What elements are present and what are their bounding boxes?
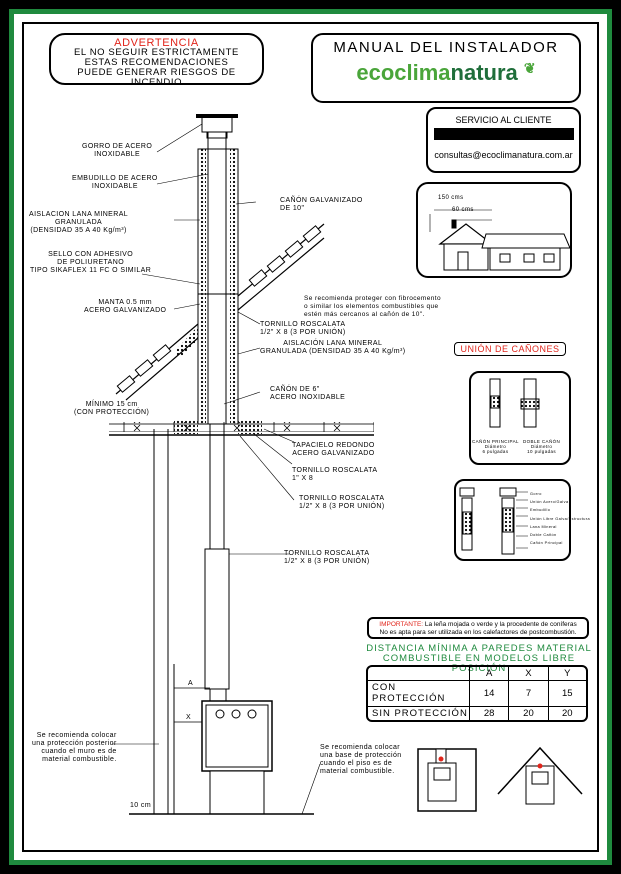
house-dim-60: 60 cms	[452, 207, 474, 213]
service-title: SERVICIO AL CLIENTE	[455, 115, 552, 125]
brand-logo: ecoclimanatura ❦	[313, 60, 579, 86]
label-minimo: MÍNIMO 15 cm(CON PROTECCIÓN)	[74, 401, 150, 416]
important-line: No es apta para ser utilizada en los cal…	[379, 629, 577, 636]
chimney-cap	[196, 114, 238, 139]
manual-header: MANUAL DEL INSTALADOR ecoclimanatura ❦	[311, 33, 581, 103]
manual-title: MANUAL DEL INSTALADOR	[333, 39, 559, 56]
customer-service-box: SERVICIO AL CLIENTE consultas@ecoclimana…	[426, 107, 581, 173]
outer-pipe	[197, 132, 239, 425]
warning-title: ADVERTENCIA	[114, 37, 199, 49]
service-email[interactable]: consultas@ecoclimanatura.com.ar	[434, 150, 573, 160]
manual-sheet: ADVERTENCIA EL NO SEGUIR ESTRICTAMENTE E…	[22, 22, 599, 852]
union-detail-drawing-2	[459, 487, 528, 555]
brand-name-part: natura	[450, 60, 518, 85]
green-frame	[9, 9, 612, 865]
label-canon-6: CAÑÓN DE 6"ACERO INOXIDABLE	[270, 386, 346, 401]
wall-installation-drawing	[417, 748, 477, 812]
house-drawing	[429, 209, 571, 271]
brand-name-part: ecoclima	[356, 60, 451, 85]
roof-section	[115, 223, 325, 401]
leader-lines	[112, 123, 321, 815]
label-dim-10cm: 10 cm	[130, 802, 152, 809]
ceiling-beam	[109, 420, 374, 436]
warning-line: PUEDE GENERAR RIESGOS DE INCENDIO	[77, 67, 236, 88]
label-dim-a: A	[188, 680, 194, 687]
label-dim-x: X	[186, 714, 192, 721]
warning-box: ADVERTENCIA EL NO SEGUIR ESTRICTAMENTE E…	[49, 33, 264, 88]
leaf-icon: ❦	[523, 60, 536, 76]
important-note: IMPORTANTE: La leña mojada o verde y la …	[367, 617, 589, 639]
union-title: UNIÓN DE CAÑONES	[454, 342, 566, 356]
important-line: La leña mojada o verde y la procedente d…	[424, 621, 577, 628]
house-clearance-box: 150 cms 60 cms	[416, 182, 572, 278]
installation-diagram	[109, 114, 583, 815]
warning-line: ESTAS RECOMENDACIONES	[84, 57, 229, 68]
house-dim-150: 150 cms	[438, 195, 464, 201]
stove	[129, 687, 314, 815]
wall-left	[153, 429, 175, 814]
important-tag: IMPORTANTE:	[379, 621, 424, 628]
corner-installation-drawing	[497, 746, 583, 805]
warning-line: EL NO SEGUIR ESTRICTAMENTE	[74, 47, 239, 58]
redacted-phone	[433, 128, 574, 140]
union-detail-drawing-1	[489, 378, 540, 428]
inner-pipe	[204, 424, 230, 690]
